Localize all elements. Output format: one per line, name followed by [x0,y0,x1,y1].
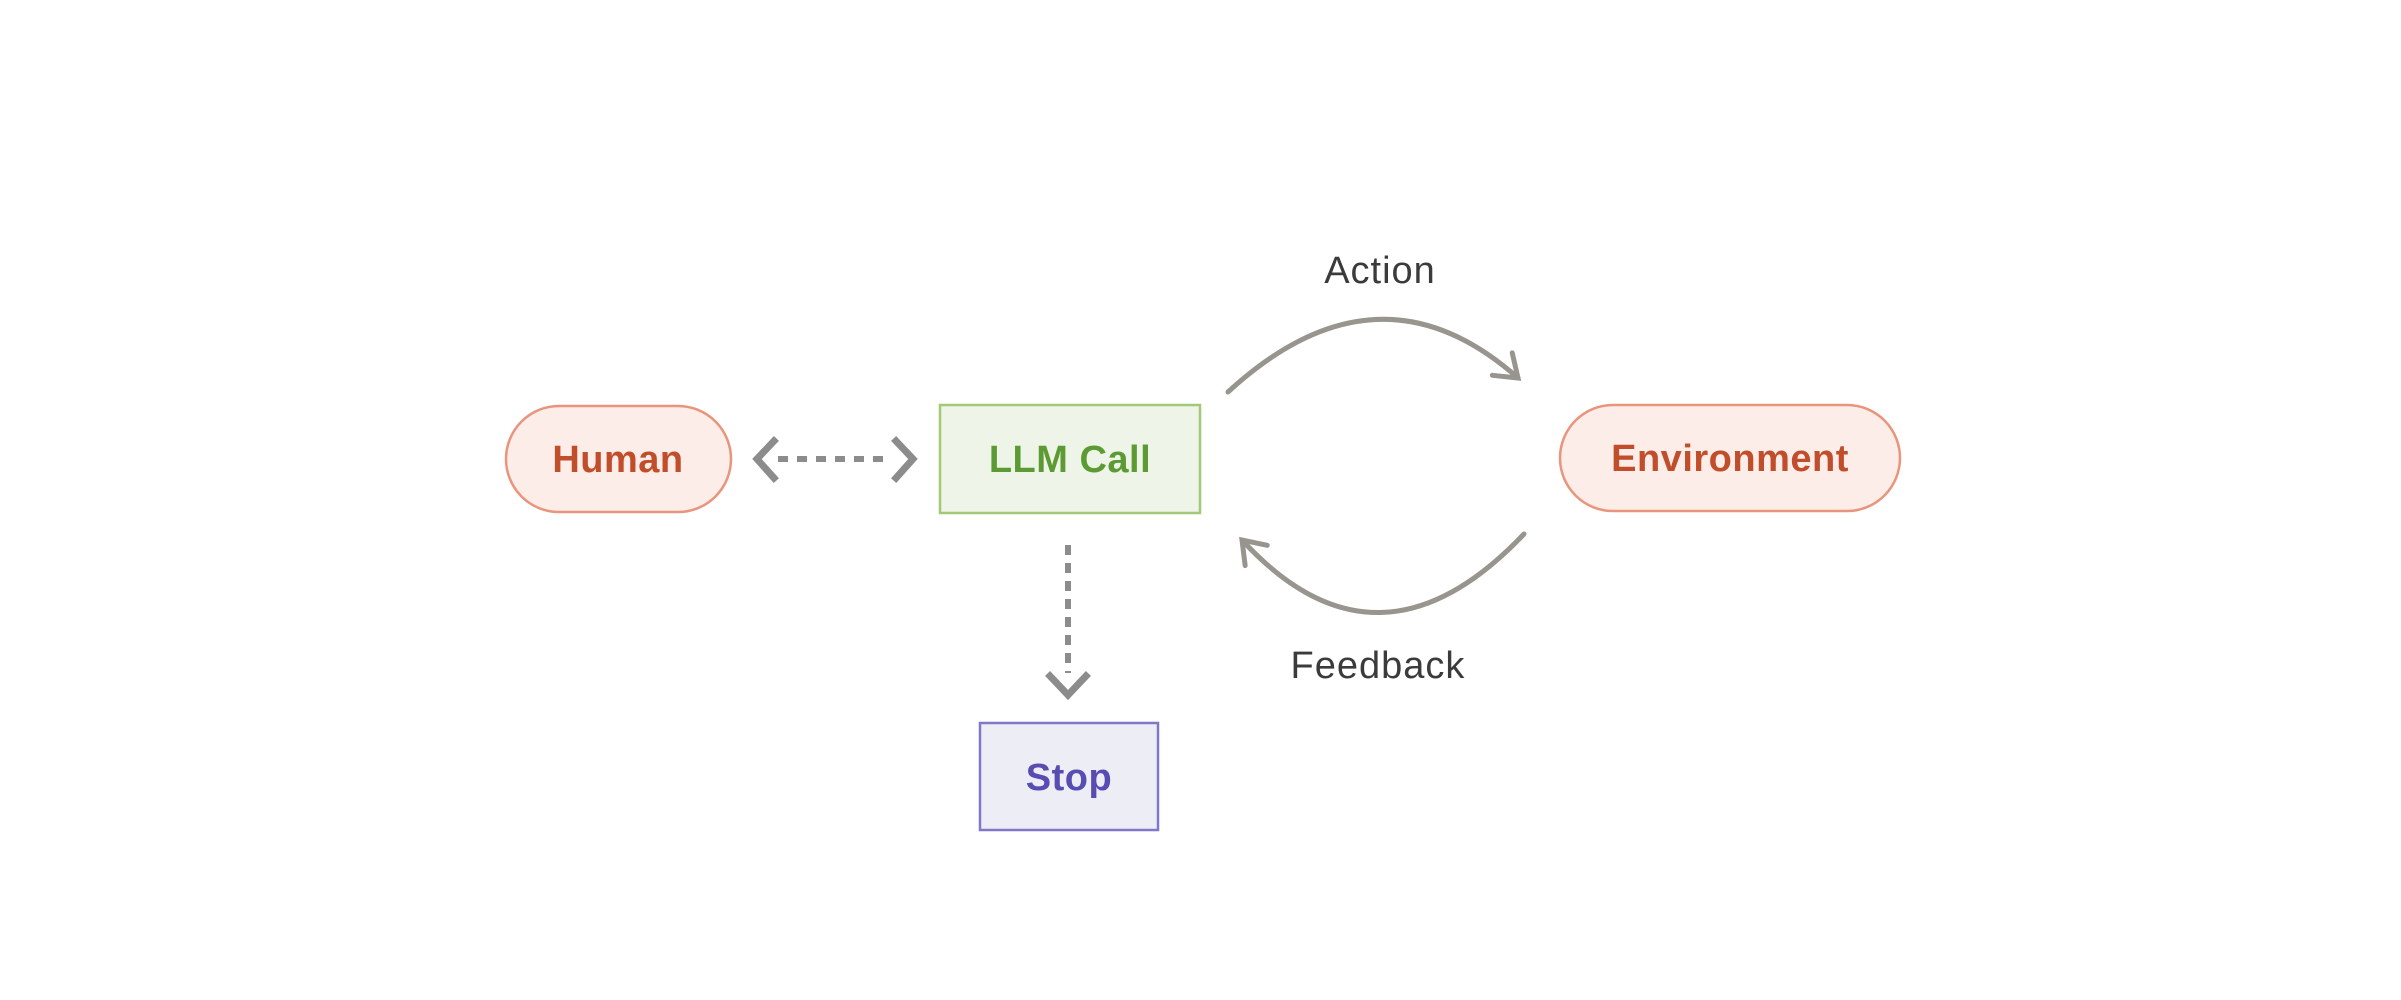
human-node-label: Human [552,439,683,481]
down-chevron-arrowhead-icon [1045,671,1091,701]
llm-call-node-shape [938,403,1202,515]
environment-node-shape [1558,403,1902,513]
stop-node-shape [978,721,1160,832]
human-llm-dashed-arrow [752,436,918,483]
human-node-shape [504,404,733,514]
action-edge-label: Action [1324,250,1436,292]
stop-node: Stop [978,721,1160,832]
stop-node-label: Stop [1026,757,1112,799]
action-edge: Action [1225,250,1522,395]
human-node: Human [504,404,733,514]
feedback-arrow [1239,531,1527,615]
left-chevron-arrowhead-icon [752,436,779,483]
feedback-edge-label: Feedback [1291,645,1466,687]
llm-call-node-label: LLM Call [989,439,1151,481]
llm-call-node: LLM Call [938,403,1202,515]
feedback-edge: Feedback [1239,531,1527,687]
environment-node: Environment [1558,403,1902,513]
right-chevron-arrowhead-icon [891,436,918,483]
llm-stop-dashed-arrow [1045,545,1091,701]
action-arrow [1225,316,1522,395]
environment-node-label: Environment [1611,438,1849,480]
